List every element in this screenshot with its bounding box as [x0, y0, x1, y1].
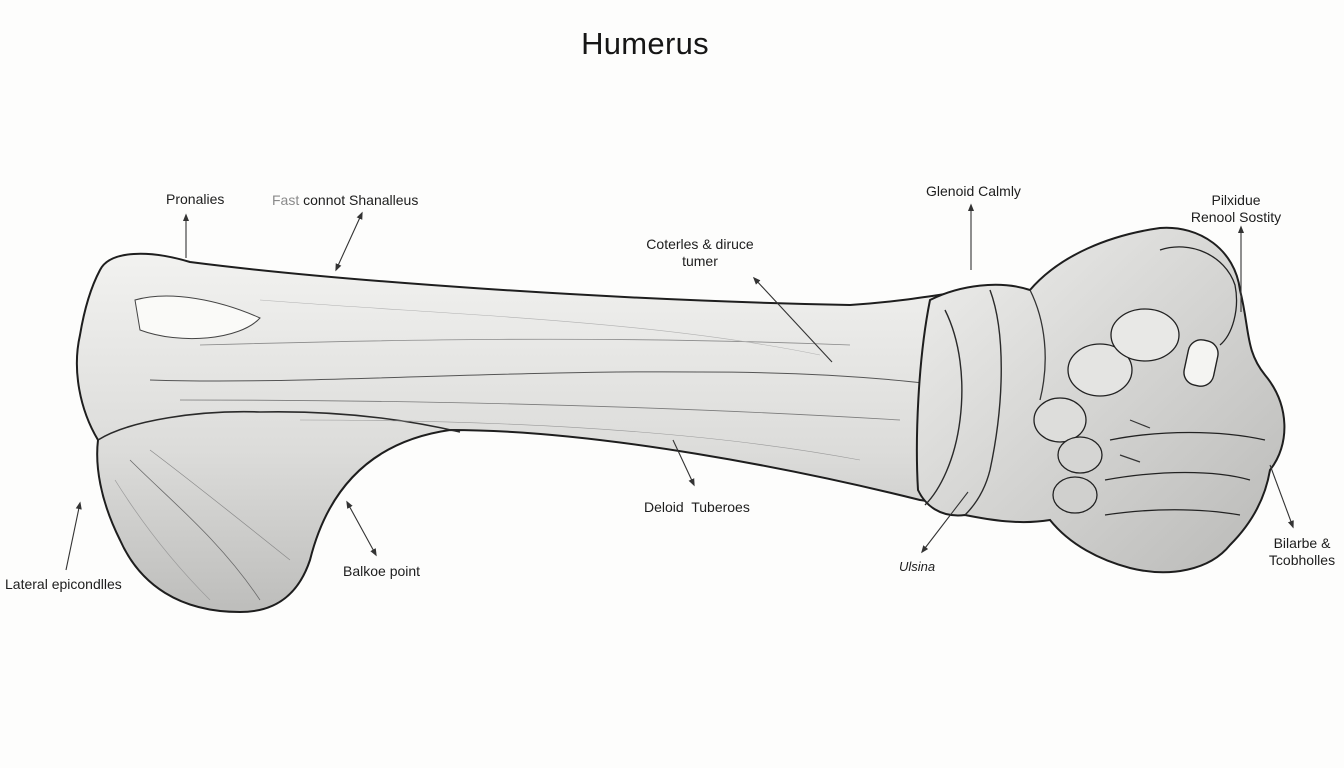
diagram-title: Humerus: [581, 26, 709, 61]
bone-shape: [75, 252, 1017, 614]
label-pronalies: Pronalies: [166, 191, 225, 207]
leader-lines: [65, 203, 1294, 571]
label-pilxidue-line1: Pilxidue: [1211, 192, 1261, 208]
label-fast-connot-prefix: Fast: [272, 192, 300, 208]
label-bilarbe-line1: Bilarbe &: [1273, 535, 1331, 551]
arrow-fast-connot: [335, 211, 363, 272]
label-coterles-line1: Coterles & diruce: [646, 236, 754, 252]
label-pilxidue-line2: Renool Sostity: [1190, 209, 1282, 225]
label-deloid: Deloid Tuberoes: [644, 499, 750, 515]
arrow-ulsina: [921, 491, 969, 554]
label-fast-connot-rest: connot Shanalleus: [299, 192, 419, 208]
arrow-bilarbe: [1269, 464, 1294, 529]
arrow-balkoe: [346, 500, 377, 557]
label-fast-connot: Fast connot Shanalleus: [272, 192, 418, 209]
label-glenoid: Glenoid Calmly: [926, 183, 1021, 199]
label-bilarbe: Bilarbe & Tcobholles: [1262, 535, 1342, 569]
label-bilarbe-line2: Tcobholles: [1268, 552, 1336, 568]
label-pilxidue: Pilxidue Renool Sostity: [1180, 192, 1292, 226]
label-coterles: Coterles & diruce tumer: [640, 236, 760, 270]
distal-end-shape: [915, 226, 1286, 574]
arrow-deloid: [672, 439, 695, 487]
label-coterles-line2: tumer: [682, 253, 718, 269]
arrow-coterles: [752, 276, 833, 363]
label-lateral: Lateral epicondlles: [5, 576, 122, 592]
arrow-lateral: [65, 501, 82, 571]
label-ulsina: Ulsina: [899, 559, 936, 574]
label-balkoe: Balkoe point: [343, 563, 421, 579]
